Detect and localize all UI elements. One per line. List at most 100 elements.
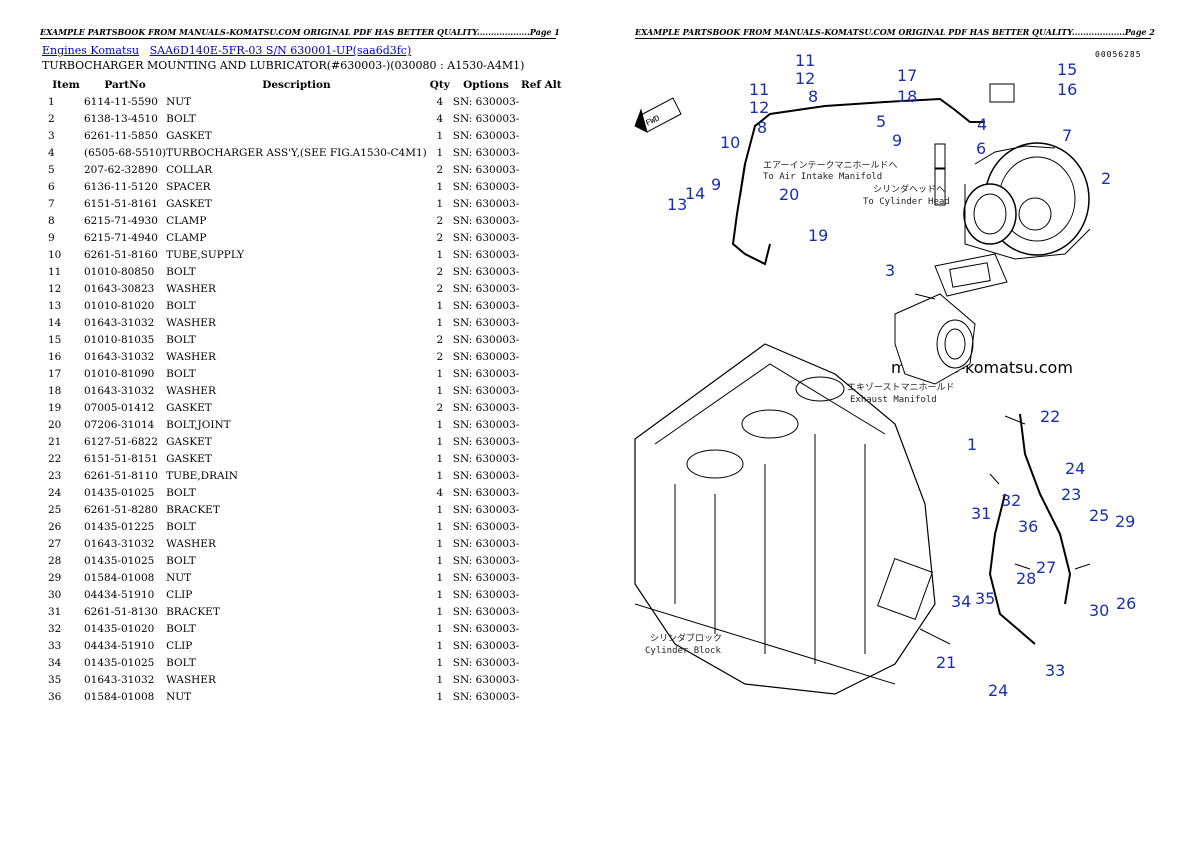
cell-item: 20 <box>48 418 62 431</box>
cell-ref-alt <box>519 620 563 637</box>
cell-qty: 1 <box>436 673 444 686</box>
cell-options: SN: 630003- <box>452 129 520 142</box>
cell-ref-alt <box>519 212 563 229</box>
cell-ref-alt <box>519 331 563 348</box>
cell-options: SN: 630003- <box>452 367 520 380</box>
cell-item: 33 <box>48 639 62 652</box>
cell-partno: 6127-51-6822 <box>84 435 158 448</box>
cell-description: COLLAR <box>166 163 213 176</box>
cell-partno: 6261-51-8130 <box>84 605 158 618</box>
cell-qty: 1 <box>436 367 444 380</box>
label-cyl-block-en: Cylinder Block <box>645 646 721 656</box>
cell-qty: 1 <box>436 435 444 448</box>
cell-options: SN: 630003- <box>452 197 520 210</box>
cell-qty: 2 <box>436 214 444 227</box>
cell-description: CLIP <box>166 639 193 652</box>
cell-description: BOLT <box>166 299 196 312</box>
cell-description: GASKET <box>166 197 212 210</box>
callout-24b: 24 <box>988 681 1008 700</box>
cell-partno: 6261-51-8110 <box>84 469 158 482</box>
cell-description: GASKET <box>166 129 212 142</box>
callout-33: 33 <box>1045 661 1065 680</box>
column-header-description: Description <box>262 78 331 91</box>
cell-options: SN: 630003- <box>452 452 520 465</box>
callout-26: 26 <box>1116 594 1136 613</box>
cell-description: TURBOCHARGER ASS'Y,(SEE FIG.A1530-C4M1) <box>166 146 427 159</box>
callout-18: 18 <box>897 87 917 106</box>
cell-qty: 1 <box>436 656 444 669</box>
cell-item: 6 <box>48 180 55 193</box>
cell-options: SN: 630003- <box>452 163 520 176</box>
cell-qty: 1 <box>436 503 444 516</box>
cell-qty: 1 <box>436 554 444 567</box>
cell-qty: 1 <box>436 316 444 329</box>
cell-description: NUT <box>166 690 192 703</box>
cell-qty: 1 <box>436 418 444 431</box>
callout-1: 1 <box>967 435 977 454</box>
cell-partno: 01643-30823 <box>84 282 155 295</box>
cell-partno: 01643-31032 <box>84 384 155 397</box>
cell-ref-alt <box>519 144 563 161</box>
cell-description: CLAMP <box>166 214 207 227</box>
callout-13: 13 <box>667 195 687 214</box>
cell-options: SN: 630003- <box>452 112 520 125</box>
cell-item: 13 <box>48 299 62 312</box>
cell-ref-alt <box>519 501 563 518</box>
cell-partno: 01435-01225 <box>84 520 155 533</box>
cell-description: NUT <box>166 95 192 108</box>
gasket-3-drawing <box>934 253 1008 297</box>
cell-partno: 01435-01025 <box>84 554 155 567</box>
cell-description: BOLT <box>166 656 196 669</box>
cell-ref-alt <box>519 586 563 603</box>
cell-description: WASHER <box>166 673 216 686</box>
supply-tube <box>739 97 985 197</box>
cell-item: 4 <box>48 146 55 159</box>
cell-partno: 07005-01412 <box>84 401 155 414</box>
cell-description: BOLT <box>166 112 196 125</box>
cell-description: WASHER <box>166 384 216 397</box>
label-exhaust-jp: エキゾーストマニホールド <box>847 382 955 393</box>
cell-item: 34 <box>48 656 62 669</box>
cell-qty: 1 <box>436 248 444 261</box>
drain-tube <box>1019 413 1072 605</box>
cell-item: 8 <box>48 214 55 227</box>
cell-ref-alt <box>519 450 563 467</box>
callout-6: 6 <box>976 139 986 158</box>
callout-35: 35 <box>975 589 995 608</box>
callout-24: 24 <box>1065 459 1085 478</box>
cell-ref-alt <box>519 569 563 586</box>
cell-partno: 01643-31032 <box>84 537 155 550</box>
cell-options: SN: 630003- <box>452 401 520 414</box>
cell-item: 22 <box>48 452 62 465</box>
callout-8: 8 <box>808 87 818 106</box>
diagram-page: EXAMPLE PARTSBOOK FROM MANUALS-KOMATSU.C… <box>595 0 1190 842</box>
cell-ref-alt <box>519 127 563 144</box>
callout-4: 4 <box>977 115 987 134</box>
callout-36: 36 <box>1018 517 1038 536</box>
cell-options: SN: 630003- <box>452 673 520 686</box>
breadcrumb-link-model[interactable]: SAA6D140E-5FR-03 S/N 630001-UP(saa6d3fc) <box>149 44 412 57</box>
cell-description: BOLT <box>166 486 196 499</box>
cell-ref-alt <box>519 246 563 263</box>
cell-ref-alt <box>519 161 563 178</box>
cell-item: 7 <box>48 197 55 210</box>
callout-12b: 12 <box>749 98 769 117</box>
cell-ref-alt <box>519 671 563 688</box>
breadcrumb-link-engines[interactable]: Engines Komatsu <box>42 44 140 57</box>
cell-ref-alt <box>519 348 563 365</box>
cell-options: SN: 630003- <box>452 503 520 516</box>
cell-options: SN: 630003- <box>452 520 520 533</box>
cell-qty: 1 <box>436 299 444 312</box>
cell-qty: 1 <box>436 146 444 159</box>
cell-item: 16 <box>48 350 62 363</box>
cell-item: 24 <box>48 486 62 499</box>
cell-item: 15 <box>48 333 62 346</box>
